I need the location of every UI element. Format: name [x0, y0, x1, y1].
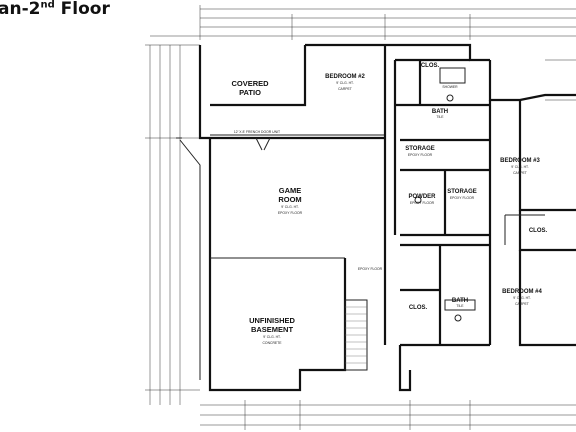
clos3-label: CLOS. — [529, 228, 548, 234]
bedroom4-label: BEDROOM #4 — [502, 289, 542, 295]
bath1-floor: TILE — [436, 115, 444, 119]
stairs — [344, 299, 368, 371]
clos1-label: CLOS. — [421, 63, 440, 69]
french-door-note: 12' X 8' FRENCH DOOR UNIT — [234, 130, 280, 134]
bath1-label: BATH — [432, 109, 448, 115]
basement-label: UNFINISHED — [249, 316, 295, 325]
basement-ceiling: 9' CLG. HT. — [263, 335, 280, 339]
bedroom2-label: BEDROOM #2 — [325, 74, 365, 80]
bedroom3-ceiling: 9' CLG. HT. — [511, 165, 528, 169]
basement-label-2: BASEMENT — [251, 325, 294, 334]
covered-patio-label: COVERED — [231, 79, 269, 88]
covered-patio-label-2: PATIO — [239, 88, 261, 97]
storage1-floor: EPOXY FLOOR — [408, 153, 433, 157]
bedroom4-floor: CARPET — [515, 302, 529, 306]
shower-label: SHOWER — [442, 85, 458, 89]
clos2-label: CLOS. — [409, 305, 428, 311]
game-room-label: GAME — [279, 186, 302, 195]
storage2-floor: EPOXY FLOOR — [450, 196, 475, 200]
interior-walls — [210, 45, 545, 347]
game-room-ceiling: 9' CLG. HT. — [281, 205, 298, 209]
plan-title: an-2nd Floor — [0, 0, 110, 19]
powder-floor: EPOXY FLOOR — [410, 201, 435, 205]
room-labels: COVERED PATIO BEDROOM #2 9' CLG. HT. CAR… — [231, 63, 547, 345]
fixtures — [255, 67, 476, 322]
game-room-floor: EPOXY FLOOR — [278, 211, 303, 215]
dimension-lines — [145, 5, 576, 430]
powder-label: POWDER — [409, 194, 437, 200]
bedroom3-label: BEDROOM #3 — [500, 158, 540, 164]
bedroom2-ceiling: 9' CLG. HT. — [336, 81, 353, 85]
bath2-floor: TILE — [456, 304, 464, 308]
storage1-label: STORAGE — [405, 146, 435, 152]
game-room-label-2: ROOM — [278, 195, 301, 204]
bedroom3-floor: CARPET — [513, 171, 527, 175]
storage2-label: STORAGE — [447, 189, 477, 195]
bath2-label: BATH — [452, 298, 468, 304]
epoxy-floor-note: EPOXY FLOOR — [358, 267, 383, 271]
exterior-walls — [176, 43, 576, 392]
basement-floor: CONCRETE — [262, 341, 282, 345]
bedroom4-ceiling: 9' CLG. HT. — [513, 296, 530, 300]
bedroom2-floor: CARPET — [338, 87, 352, 91]
